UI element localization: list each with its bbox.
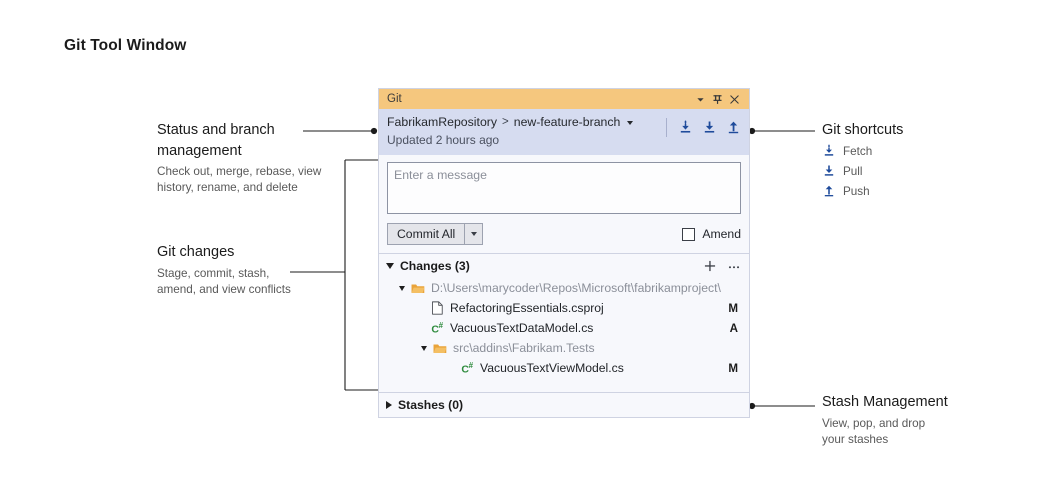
annotation-description: View, pop, and drop your stashes [822, 416, 926, 446]
annotation-heading: Git shortcuts [822, 122, 904, 138]
stashes-section-header[interactable]: Stashes (0) [379, 392, 749, 417]
push-icon [822, 184, 836, 198]
expand-collapse-triangle-icon[interactable] [421, 345, 427, 351]
tree-row[interactable]: RefactoringEssentials.csproj M [379, 298, 749, 318]
annotation-heading: Stash Management [822, 394, 948, 410]
git-shortcut-buttons [666, 118, 741, 137]
pin-icon[interactable] [709, 91, 726, 108]
changes-section: Changes (3) [379, 253, 749, 392]
amend-checkbox[interactable] [682, 227, 696, 241]
commit-message-input[interactable]: Enter a message [387, 162, 741, 214]
commit-all-button[interactable]: Commit All [397, 227, 456, 241]
changed-files-tree: D:\Users\marycoder\Repos\Microsoft\fabri… [379, 277, 749, 392]
pull-icon [822, 164, 836, 178]
annotation-heading: Git changes [157, 244, 235, 260]
annotation-stash-management: Stash Management View, pop, and drop you… [822, 392, 1037, 448]
annotation-status-branch-management: Status and branch management Check out, … [157, 120, 332, 196]
git-tool-window: Git FabrikamRepository > [378, 88, 750, 418]
legend-item-fetch: Fetch [822, 142, 1037, 161]
annotation-git-shortcuts: Git shortcuts Fetch Pull [822, 120, 1037, 201]
amend-label: Amend [702, 227, 741, 241]
changes-title: Changes (3) [400, 258, 470, 273]
fetch-icon [822, 144, 836, 158]
tree-row-label: VacuousTextDataModel.cs [450, 321, 594, 335]
legend-item-push: Push [822, 182, 1037, 201]
breadcrumb-separator-icon: > [502, 116, 509, 128]
legend-item-pull: Pull [822, 162, 1037, 181]
tree-row[interactable]: D:\Users\marycoder\Repos\Microsoft\fabri… [379, 278, 749, 298]
window-title-bar: Git [379, 89, 749, 109]
folder-icon [432, 340, 448, 356]
pull-icon[interactable] [702, 120, 717, 135]
changes-header[interactable]: Changes (3) [379, 254, 749, 277]
tree-row[interactable]: C# VacuousTextDataModel.cs A [379, 318, 749, 338]
expand-collapse-triangle-icon[interactable] [399, 285, 405, 291]
commit-options-dropdown[interactable] [464, 224, 482, 244]
page-title: Git Tool Window [64, 37, 187, 54]
chevron-down-icon[interactable] [627, 120, 634, 125]
legend-label: Push [843, 184, 870, 198]
branch-status-band: FabrikamRepository > new-feature-branch … [379, 109, 749, 155]
csharp-icon: C# [461, 360, 473, 376]
commit-controls-row: Commit All Amend [387, 223, 741, 245]
commit-area: Enter a message Commit All Amend [379, 155, 749, 253]
commit-all-split-button[interactable]: Commit All [387, 223, 484, 245]
last-updated-text: Updated 2 hours ago [387, 133, 500, 147]
expand-collapse-triangle-icon[interactable] [386, 262, 394, 269]
window-menu-caret-icon[interactable] [692, 91, 709, 108]
window-title: Git [387, 93, 402, 105]
csharp-icon: C# [431, 320, 443, 336]
status-badge: M [728, 361, 738, 375]
tree-row-label: D:\Users\marycoder\Repos\Microsoft\fabri… [431, 281, 721, 295]
annotation-description: Check out, merge, rebase, view history, … [157, 165, 322, 194]
legend-label: Fetch [843, 144, 873, 158]
annotation-description: Stage, commit, stash, amend, and view co… [157, 266, 291, 296]
fetch-icon[interactable] [678, 120, 693, 135]
chevron-down-icon [470, 232, 477, 236]
folder-icon [410, 280, 426, 296]
push-icon[interactable] [726, 120, 741, 135]
expand-collapse-triangle-icon[interactable] [386, 401, 392, 409]
amend-checkbox-group[interactable]: Amend [682, 227, 741, 241]
branch-name[interactable]: new-feature-branch [513, 115, 621, 129]
document-icon [429, 300, 445, 316]
tree-row-label: src\addins\Fabrikam.Tests [453, 341, 595, 355]
tree-row-label: VacuousTextViewModel.cs [480, 361, 624, 375]
annotation-git-changes: Git changes Stage, commit, stash, amend,… [157, 242, 337, 298]
breadcrumb[interactable]: FabrikamRepository > new-feature-branch [387, 114, 666, 131]
stashes-title: Stashes (0) [398, 398, 464, 412]
close-icon[interactable] [726, 91, 743, 108]
repository-name[interactable]: FabrikamRepository [387, 115, 498, 129]
annotation-heading: Status and branch management [157, 122, 275, 159]
status-badge: A [729, 321, 738, 335]
ellipsis-icon[interactable] [726, 258, 741, 273]
legend-label: Pull [843, 164, 863, 178]
tree-row-label: RefactoringEssentials.csproj [450, 301, 604, 315]
changes-actions [702, 258, 741, 273]
tree-row[interactable]: C# VacuousTextViewModel.cs M [379, 358, 749, 378]
tree-row[interactable]: src\addins\Fabrikam.Tests [379, 338, 749, 358]
status-badge: M [728, 301, 738, 315]
plus-icon[interactable] [702, 258, 717, 273]
